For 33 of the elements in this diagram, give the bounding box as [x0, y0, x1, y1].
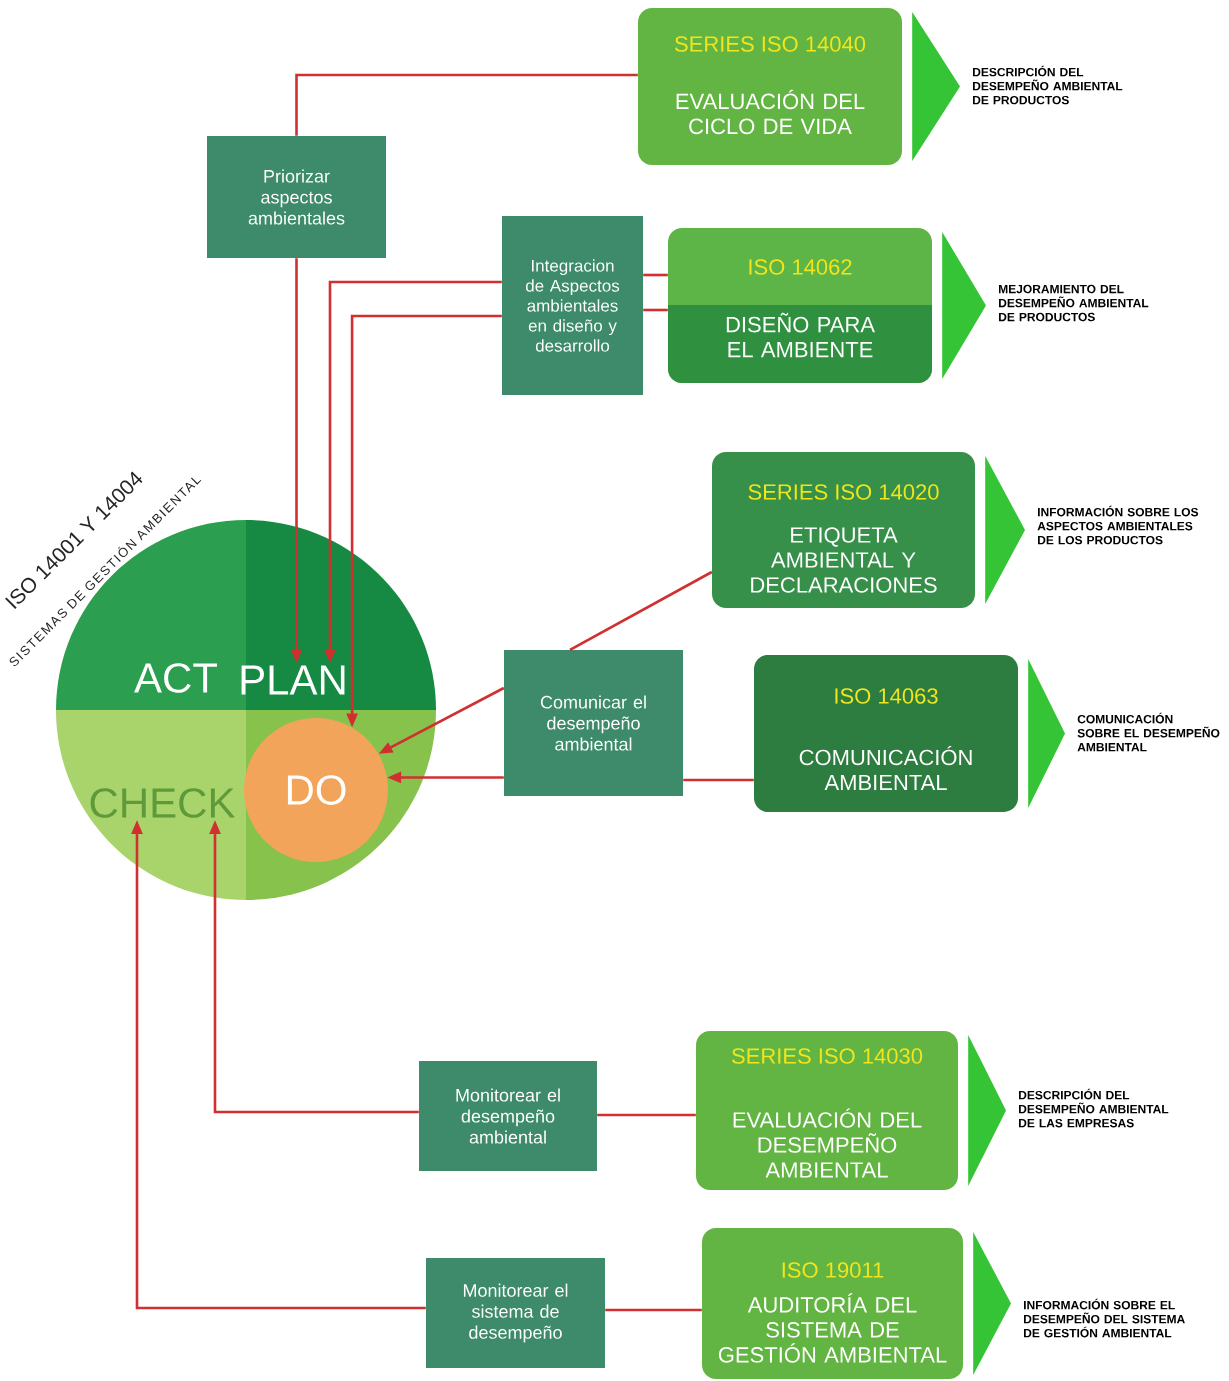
- chevron-arrow: [985, 456, 1025, 604]
- connector-line: [643, 308, 668, 312]
- connector-line: [597, 1113, 696, 1117]
- quadrant-label: CHECK: [90, 788, 235, 818]
- process-box: Priorizar aspectos ambientales: [207, 136, 386, 258]
- standard-box: ISO 19011 AUDITORÍA DEL SISTEMA DE GESTIÓN AMBIENTAL: [702, 1228, 963, 1379]
- quadrant-label: ACT: [134, 663, 218, 693]
- standard-box: ISO 14063 COMUNICACIÓN AMBIENTAL: [754, 655, 1018, 812]
- connector-line: [569, 570, 713, 651]
- standard-box: SERIES ISO 14020 ETIQUETA AMBIENTAL Y DECLARACIONES: [712, 452, 975, 608]
- standard-box: ISO 14062 DISEÑO PARA EL AMBIENTE: [668, 228, 932, 383]
- standard-box: SERIES ISO 14030 EVALUACIÓN DEL DESEMPEÑO AMBIENTAL: [696, 1031, 958, 1190]
- process-box: Monitorear el desempeño ambiental: [419, 1061, 597, 1171]
- process-box: Comunicar el desempeño ambiental: [504, 650, 683, 796]
- connector-line: [295, 73, 638, 136]
- chevron-arrow: [912, 12, 960, 161]
- description-text: DESCRIPCIÓN DEL DESEMPEÑO AMBIENTAL DE LAS EMPRESAS: [1019, 1088, 1169, 1128]
- description-text: INFORMACIÓN SOBRE EL DESEMPEÑO DEL SISTEMA DE GESTIÓN AMBIENTAL: [1024, 1298, 1185, 1338]
- quadrant-label: PLAN: [241, 665, 345, 695]
- connector-line: [605, 1308, 702, 1312]
- chevron-arrow: [942, 232, 986, 379]
- description-text: MEJORAMIENTO DEL DESEMPEÑO AMBIENTAL DE PRODUCTOS: [999, 284, 1149, 322]
- description-text: COMUNICACIÓN SOBRE EL DESEMPEÑO AMBIENTAL: [1077, 712, 1220, 752]
- standard-box: SERIES ISO 14040 EVALUACIÓN DEL CICLO DE VIDA: [638, 8, 902, 165]
- chevron-arrow: [1028, 659, 1065, 808]
- process-box: Monitorear el sistema de desempeño: [426, 1258, 605, 1368]
- chevron-arrow: [973, 1232, 1011, 1375]
- connector-line: [643, 273, 668, 277]
- connector-line: [683, 778, 754, 782]
- chevron-arrow: [968, 1035, 1006, 1186]
- process-box: Integracion de Aspectos ambientales en diseño y desarrollo: [502, 216, 643, 395]
- description-text: DESCRIPCIÓN DEL DESEMPEÑO AMBIENTAL DE PRODUCTOS: [973, 65, 1123, 105]
- description-text: INFORMACIÓN SOBRE LOS ASPECTOS AMBIENTALES DE LOS PRODUCTOS: [1037, 505, 1199, 545]
